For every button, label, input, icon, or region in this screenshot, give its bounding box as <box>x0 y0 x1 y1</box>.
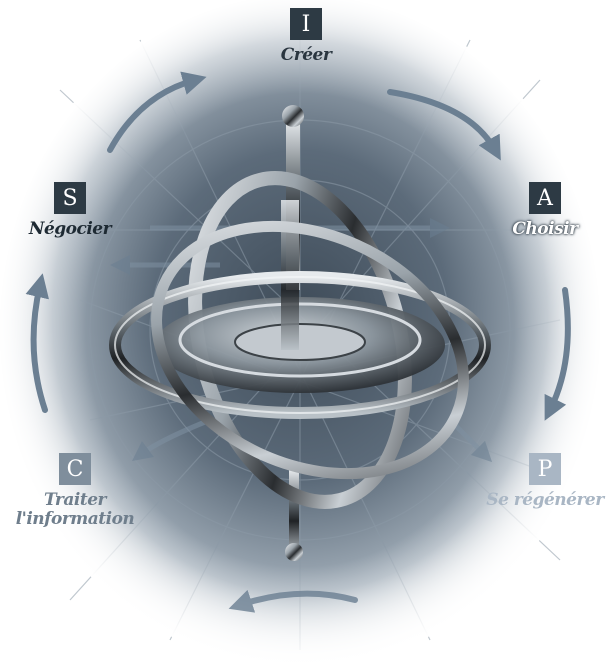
node-creer: I Créer <box>266 8 346 65</box>
node-label: Se régénérer <box>486 491 603 510</box>
node-label-line: l'information <box>16 510 135 529</box>
node-label-line: Traiter <box>16 491 135 510</box>
node-se-regenerer: P Se régénérer <box>480 453 610 510</box>
node-label: Créer <box>281 46 332 65</box>
node-negocier: S Négocier <box>20 182 120 239</box>
node-letter-badge: I <box>290 8 322 40</box>
node-label: Choisir <box>512 220 577 239</box>
node-letter-badge: P <box>529 453 561 485</box>
node-letter-badge: A <box>529 182 561 214</box>
node-label: Traiter l'information <box>16 491 135 529</box>
node-letter-badge: C <box>59 453 91 485</box>
node-choisir: A Choisir <box>495 182 595 239</box>
node-traiter-information: C Traiter l'information <box>10 453 140 529</box>
node-letter-badge: S <box>54 182 86 214</box>
node-label: Négocier <box>29 220 111 239</box>
